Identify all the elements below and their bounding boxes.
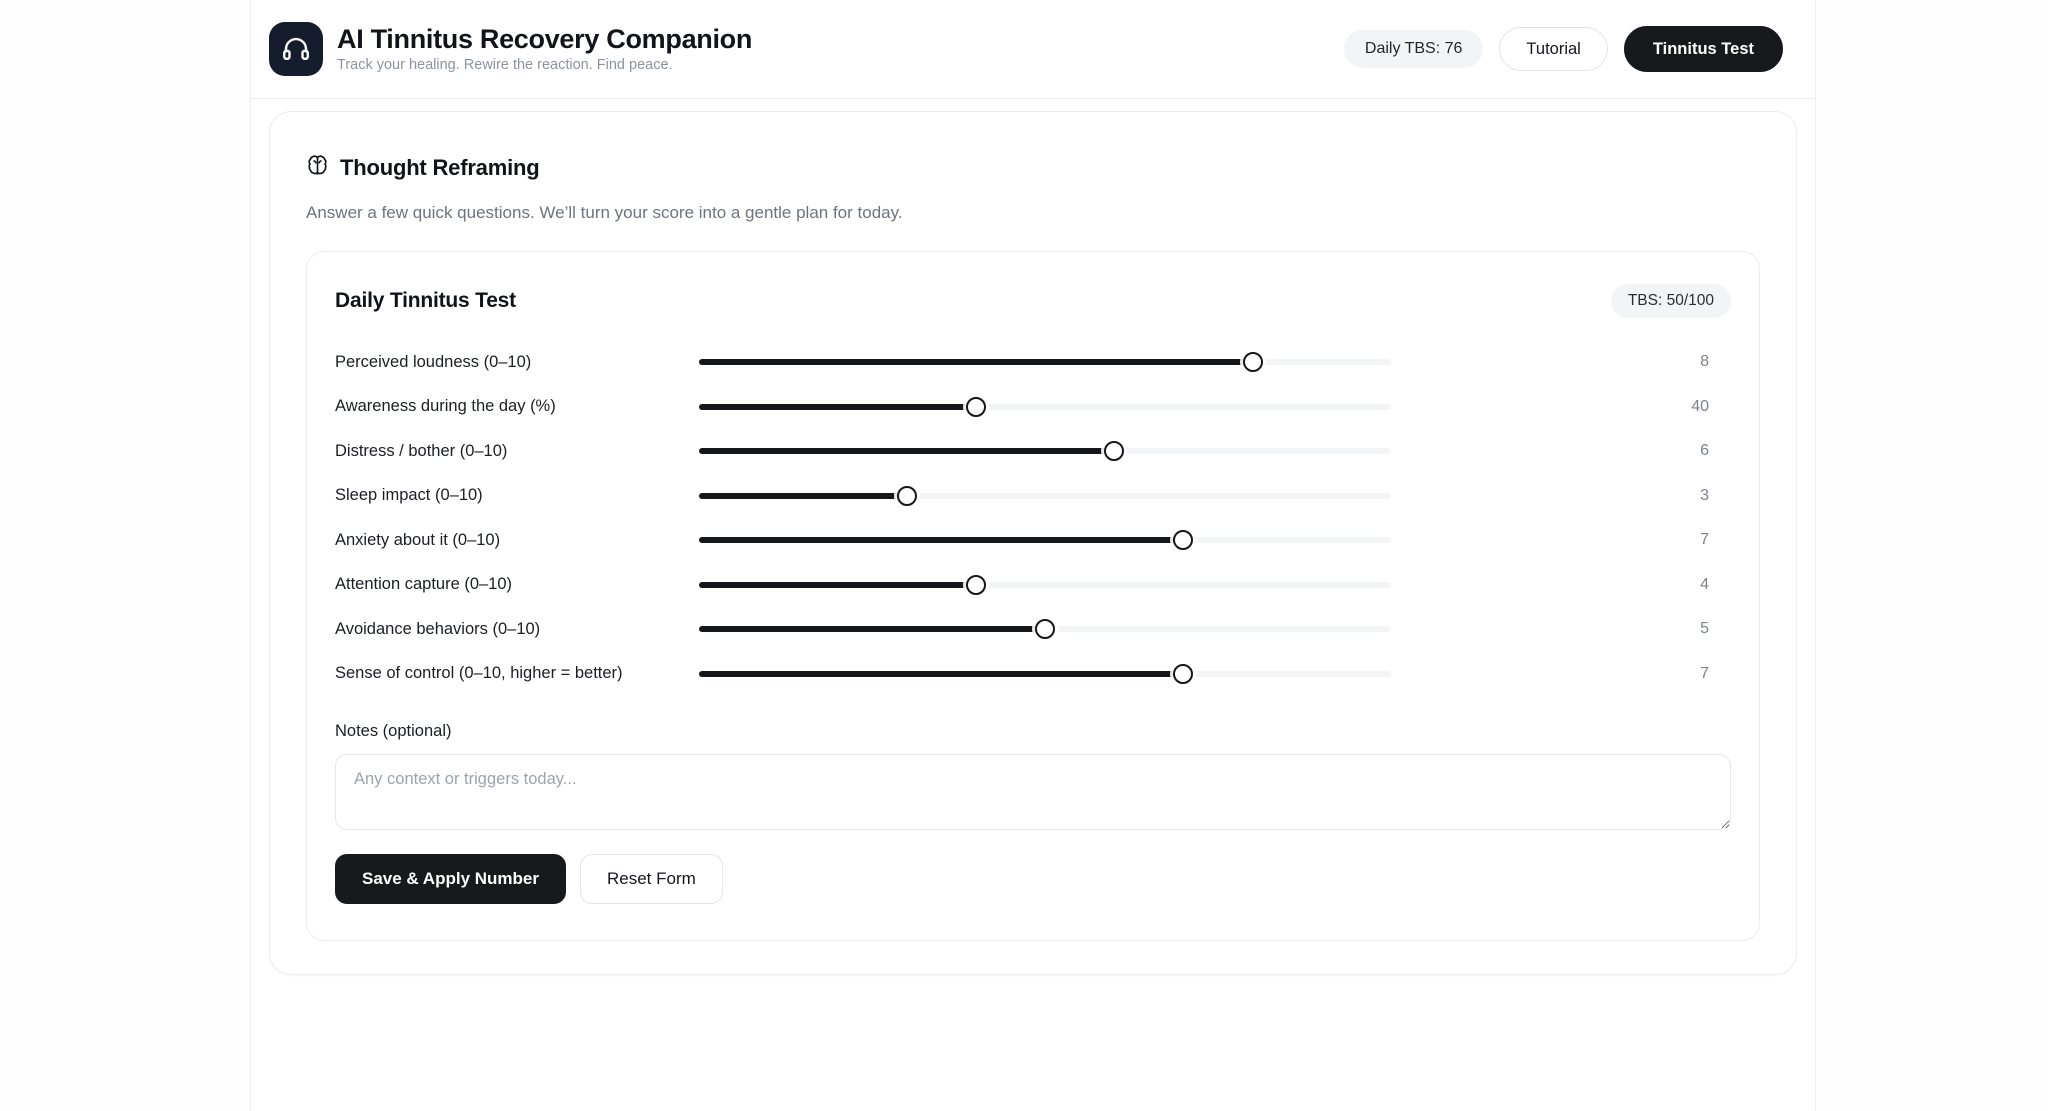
- app-tagline: Track your healing. Rewire the reaction.…: [337, 56, 673, 73]
- slider-fill: [699, 448, 1115, 455]
- tutorial-button[interactable]: Tutorial: [1499, 26, 1608, 72]
- slider-fill: [699, 492, 907, 499]
- page-title: Thought Reframing: [340, 155, 540, 180]
- slider-label: Awareness during the day (%): [335, 397, 556, 416]
- slider-value: 6: [1700, 442, 1709, 460]
- slider-value: 3: [1700, 486, 1709, 504]
- slider-value: 7: [1700, 664, 1709, 682]
- daily-test-card: Daily Tinnitus Test TBS: 50/100 Perceive…: [306, 251, 1760, 941]
- slider-control[interactable]: [699, 396, 1391, 418]
- slider-label: Perceived loudness (0–10): [335, 352, 532, 371]
- headphones-icon: [269, 22, 323, 76]
- slider-track[interactable]: [699, 492, 1391, 499]
- slider-thumb[interactable]: [1035, 619, 1055, 640]
- form-actions: Save & Apply Number Reset Form: [335, 854, 1731, 904]
- app-title: AI Tinnitus Recovery Companion: [337, 23, 753, 54]
- slider-fill: [699, 403, 976, 410]
- save-button[interactable]: Save & Apply Number: [335, 854, 566, 904]
- slider-label: Anxiety about it (0–10): [335, 530, 501, 549]
- slider-thumb[interactable]: [1104, 441, 1125, 462]
- slider-row: Avoidance behaviors (0–10) 5: [335, 607, 1731, 652]
- slider-control[interactable]: [699, 663, 1391, 685]
- daily-test-header: Daily Tinnitus Test TBS: 50/100: [335, 284, 1731, 318]
- slider-row: Anxiety about it (0–10) 7: [335, 518, 1731, 563]
- slider-fill: [699, 537, 1184, 544]
- slider-fill: [699, 670, 1184, 677]
- slider-row: Attention capture (0–10) 4: [335, 563, 1731, 608]
- thought-reframing-card: Thought Reframing Answer a few quick que…: [269, 111, 1797, 975]
- slider-track[interactable]: [699, 581, 1391, 588]
- brand-text: AI Tinnitus Recovery Companion Track you…: [337, 24, 752, 74]
- brand: AI Tinnitus Recovery Companion Track you…: [269, 22, 752, 76]
- section-subtitle: Answer a few quick questions. We’ll turn…: [306, 203, 903, 222]
- slider-row: Perceived loudness (0–10) 8: [335, 340, 1731, 385]
- slider-label: Attention capture (0–10): [335, 575, 513, 594]
- slider-control[interactable]: [699, 351, 1391, 373]
- reset-button[interactable]: Reset Form: [579, 854, 723, 904]
- slider-label: Sense of control (0–10, higher = better): [335, 664, 623, 683]
- slider-thumb[interactable]: [1242, 352, 1263, 373]
- slider-fill: [699, 581, 976, 588]
- slider-fill: [699, 626, 1045, 633]
- slider-track[interactable]: [699, 403, 1391, 410]
- slider-value: 4: [1700, 575, 1709, 593]
- slider-label: Avoidance behaviors (0–10): [335, 619, 541, 638]
- status-badge: TBS: 50/100: [1610, 284, 1731, 318]
- slider-thumb[interactable]: [1173, 530, 1194, 551]
- slider-control[interactable]: [699, 574, 1391, 596]
- app-shell: AI Tinnitus Recovery Companion Track you…: [250, 0, 1816, 1111]
- brain-icon: [306, 154, 329, 182]
- app-header: AI Tinnitus Recovery Companion Track you…: [251, 0, 1815, 99]
- slider-value: 7: [1700, 531, 1709, 549]
- slider-row: Awareness during the day (%) 40: [335, 385, 1731, 430]
- slider-control[interactable]: [699, 440, 1391, 462]
- slider-control[interactable]: [699, 485, 1391, 507]
- daily-tbs-badge: Daily TBS: 76: [1343, 29, 1484, 68]
- section-header: Thought Reframing: [306, 154, 1760, 182]
- daily-test-title: Daily Tinnitus Test: [335, 289, 516, 312]
- slider-fill: [699, 359, 1253, 366]
- notes-input[interactable]: [335, 754, 1731, 830]
- slider-label: Distress / bother (0–10): [335, 441, 508, 460]
- slider-thumb[interactable]: [896, 485, 917, 506]
- slider-value: 40: [1691, 397, 1709, 415]
- tinnitus-test-button[interactable]: Tinnitus Test: [1623, 25, 1783, 73]
- slider-thumb[interactable]: [965, 396, 986, 417]
- header-actions: Daily TBS: 76 Tutorial Tinnitus Test: [1343, 25, 1783, 73]
- slider-value: 5: [1700, 620, 1709, 638]
- notes-label: Notes (optional): [335, 722, 452, 740]
- slider-thumb[interactable]: [965, 574, 986, 595]
- slider-control[interactable]: [699, 529, 1391, 551]
- slider-row: Sleep impact (0–10) 3: [335, 474, 1731, 519]
- slider-label: Sleep impact (0–10): [335, 486, 483, 505]
- slider-control[interactable]: [699, 618, 1391, 640]
- slider-thumb[interactable]: [1173, 663, 1194, 684]
- slider-row: Distress / bother (0–10) 6: [335, 429, 1731, 474]
- slider-value: 8: [1700, 353, 1709, 371]
- slider-row: Sense of control (0–10, higher = better)…: [335, 652, 1731, 697]
